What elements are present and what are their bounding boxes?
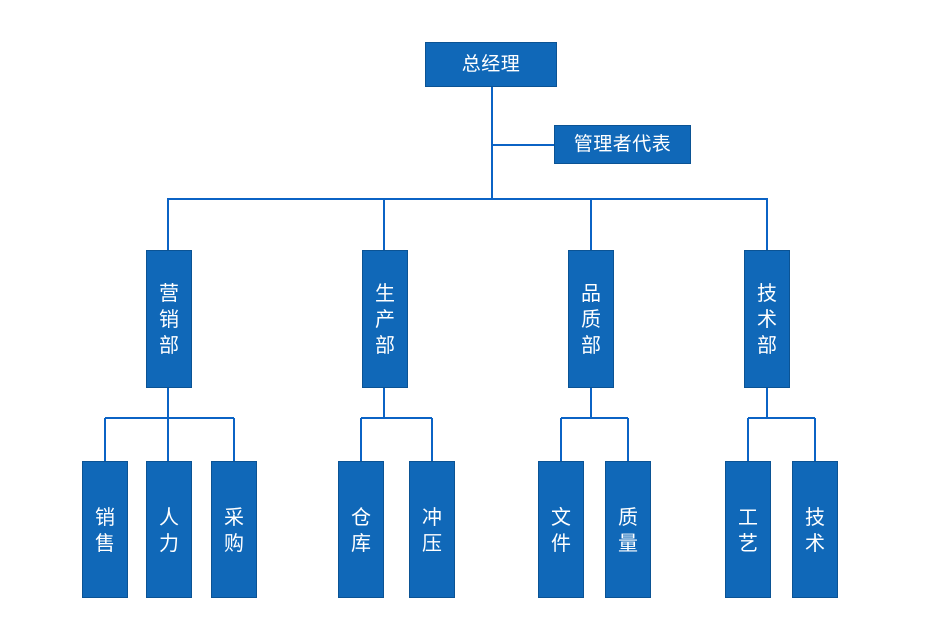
node-label-quality-control: 质量 xyxy=(618,504,638,555)
node-label-process-engineering: 工艺 xyxy=(738,504,758,555)
node-process-engineering[interactable]: 工艺 xyxy=(725,461,771,598)
node-general-manager[interactable]: 总经理 xyxy=(425,42,557,87)
node-label-quality-department: 品质部 xyxy=(581,281,601,357)
node-label-general-manager: 总经理 xyxy=(461,53,521,76)
node-purchasing[interactable]: 采购 xyxy=(211,461,257,598)
node-label-sales: 销售 xyxy=(95,504,115,555)
node-warehouse[interactable]: 仓库 xyxy=(338,461,384,598)
node-quality-department[interactable]: 品质部 xyxy=(568,250,614,388)
node-label-human-resources: 人力 xyxy=(159,504,179,555)
node-production-department[interactable]: 生产部 xyxy=(362,250,408,388)
node-label-technical: 技术 xyxy=(805,504,825,555)
node-label-warehouse: 仓库 xyxy=(351,504,371,555)
node-management-representative[interactable]: 管理者代表 xyxy=(554,125,691,164)
node-documents[interactable]: 文件 xyxy=(538,461,584,598)
node-label-management-representative: 管理者代表 xyxy=(573,133,672,156)
node-label-marketing-department: 营销部 xyxy=(159,281,179,357)
node-technology-department[interactable]: 技术部 xyxy=(744,250,790,388)
node-label-technology-department: 技术部 xyxy=(757,281,777,357)
node-quality-control[interactable]: 质量 xyxy=(605,461,651,598)
node-label-purchasing: 采购 xyxy=(224,504,244,555)
node-stamping[interactable]: 冲压 xyxy=(409,461,455,598)
node-human-resources[interactable]: 人力 xyxy=(146,461,192,598)
node-label-documents: 文件 xyxy=(551,504,571,555)
node-sales[interactable]: 销售 xyxy=(82,461,128,598)
node-label-stamping: 冲压 xyxy=(422,504,442,555)
node-technical[interactable]: 技术 xyxy=(792,461,838,598)
node-marketing-department[interactable]: 营销部 xyxy=(146,250,192,388)
node-label-production-department: 生产部 xyxy=(375,281,395,357)
